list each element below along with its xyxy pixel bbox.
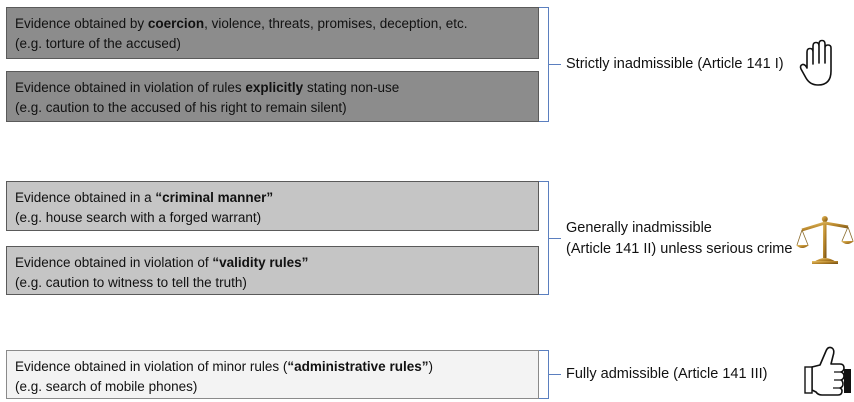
scales-icon xyxy=(796,212,854,266)
emphasis-text: “validity rules” xyxy=(212,255,309,270)
box-line-1: Evidence obtained in violation of “valid… xyxy=(15,255,309,270)
box-line-1: Evidence obtained in violation of minor … xyxy=(15,359,433,374)
bracket-pointer xyxy=(549,374,561,375)
bracket-pointer xyxy=(549,238,561,239)
emphasis-text: coercion xyxy=(147,16,205,31)
emphasis-text: “criminal manner” xyxy=(155,190,274,205)
thumbs-up-icon xyxy=(804,345,852,397)
box-example: (e.g. torture of the accused) xyxy=(15,36,181,51)
bracket-pointer xyxy=(549,64,561,65)
group-bracket-general xyxy=(539,181,549,295)
box-example: (e.g. search of mobile phones) xyxy=(15,379,198,394)
box-example: (e.g. caution to the accused of his righ… xyxy=(15,100,347,115)
verdict-label-strict: Strictly inadmissible (Article 141 I) xyxy=(566,56,784,72)
box-line-1: Evidence obtained in violation of rules … xyxy=(15,80,400,95)
raised-hand-icon xyxy=(798,38,838,88)
evidence-box-explicit-non-use: Evidence obtained in violation of rules … xyxy=(6,71,539,122)
box-example: (e.g. house search with a forged warrant… xyxy=(15,210,262,225)
emphasis-text: explicitly xyxy=(245,80,304,95)
box-line-1: Evidence obtained by coercion, violence,… xyxy=(15,16,468,31)
group-bracket-strict xyxy=(539,7,549,122)
evidence-box-coercion: Evidence obtained by coercion, violence,… xyxy=(6,7,539,59)
evidence-box-administrative-rules: Evidence obtained in violation of minor … xyxy=(6,350,539,399)
group-bracket-full xyxy=(539,350,549,399)
evidence-box-criminal-manner: Evidence obtained in a “criminal manner”… xyxy=(6,181,539,231)
emphasis-text: “administrative rules” xyxy=(287,359,429,374)
verdict-label-general: Generally inadmissible (Article 141 II) … xyxy=(566,220,793,257)
box-example: (e.g. caution to witness to tell the tru… xyxy=(15,275,247,290)
box-line-1: Evidence obtained in a “criminal manner” xyxy=(15,190,274,205)
verdict-label-full: Fully admissible (Article 141 III) xyxy=(566,366,768,382)
evidence-box-validity-rules: Evidence obtained in violation of “valid… xyxy=(6,246,539,295)
